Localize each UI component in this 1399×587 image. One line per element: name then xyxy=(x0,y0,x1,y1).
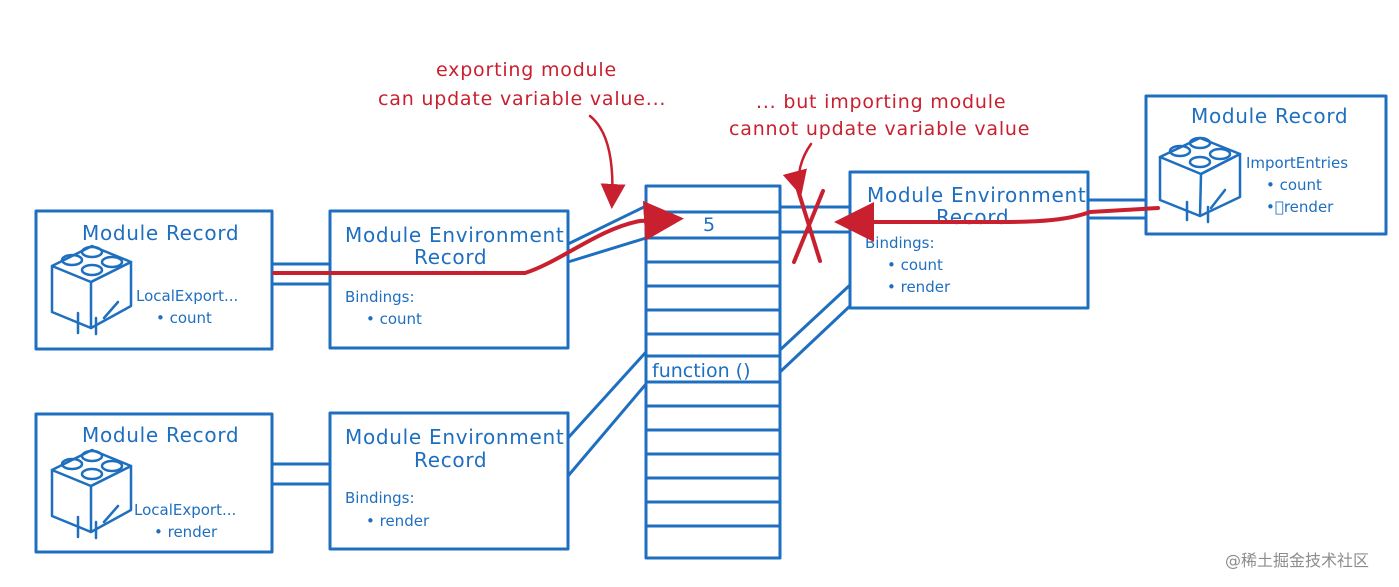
memory-stack-top xyxy=(644,184,782,358)
memory-cell xyxy=(644,236,782,264)
connector-export-render-to-memory-lower xyxy=(566,382,648,478)
memory-cell xyxy=(644,308,782,336)
watermark: @稀土掘金技术社区 xyxy=(1225,551,1369,570)
lego-brick-icon xyxy=(50,244,133,336)
import-module-environment-record: Module Environment Record Bindings: • co… xyxy=(848,170,1090,310)
bindings-label: Bindings: xyxy=(345,489,415,507)
import-module-record: Module Record ImportEntries • count •􏰀re… xyxy=(1144,94,1388,236)
importing-update-arrow xyxy=(834,202,1160,242)
memory-cell xyxy=(644,428,782,456)
memory-cell xyxy=(644,260,782,288)
module-environment-box xyxy=(328,411,570,551)
module-record-title: Module Record xyxy=(82,221,239,245)
module-environment-title-line1: Module Environment xyxy=(345,425,564,449)
local-export-label: LocalExport... xyxy=(134,501,236,519)
memory-cell xyxy=(644,500,782,528)
local-export-item: • count xyxy=(156,309,212,327)
memory-cell xyxy=(644,476,782,504)
module-environment-title-line2: Record xyxy=(414,245,487,269)
import-entry-item: • count xyxy=(1266,176,1322,194)
memory-render-value: function () xyxy=(652,360,750,382)
annotation-text-line: can update variable value... xyxy=(378,88,666,110)
lego-brick-icon xyxy=(50,448,133,540)
module-record-box xyxy=(34,209,274,351)
annotation-text-line: cannot update variable value xyxy=(729,118,1030,140)
import-entries-label: ImportEntries xyxy=(1246,154,1348,172)
export-count-module-environment-record: Module Environment Record Bindings: • co… xyxy=(328,209,570,350)
memory-cell xyxy=(644,380,782,408)
module-record-box xyxy=(34,412,274,554)
annotation-text-line: exporting module xyxy=(436,59,617,81)
module-record-title: Module Record xyxy=(82,423,239,447)
exporting-annotation: exporting module can update variable val… xyxy=(378,59,666,209)
memory-cell xyxy=(644,404,782,432)
export-render-module-environment-record: Module Environment Record Bindings: • re… xyxy=(328,411,570,551)
module-environment-title-line2: Record xyxy=(936,205,1009,229)
binding-item: • count xyxy=(887,256,943,274)
module-environment-title-line1: Module Environment xyxy=(345,223,564,247)
connector-export-count-to-memory xyxy=(566,204,648,246)
memory-count-value: 5 xyxy=(703,214,715,236)
local-export-label: LocalExport... xyxy=(136,287,238,305)
export-count-module-record: Module Record LocalExport... • count xyxy=(34,209,274,351)
binding-item: • render xyxy=(887,278,951,296)
module-environment-box xyxy=(328,209,570,350)
bindings-label: Bindings: xyxy=(345,288,415,306)
exporting-update-arrow xyxy=(272,200,684,275)
module-record-title: Module Record xyxy=(1191,104,1348,128)
importing-annotation: ... but importing module cannot update v… xyxy=(729,91,1030,196)
annotation-arrow xyxy=(588,114,626,209)
import-entry-item: •􏰀render xyxy=(1266,198,1334,216)
module-environment-title-line1: Module Environment xyxy=(867,183,1086,207)
local-export-item: • render xyxy=(154,523,218,541)
red-cross-icon xyxy=(792,188,825,264)
memory-stack-bottom xyxy=(644,354,782,560)
module-environment-title-line2: Record xyxy=(414,448,487,472)
connector-import-render-to-memory xyxy=(778,283,852,352)
connector-import-render-to-memory-lower xyxy=(778,304,852,374)
memory-cell xyxy=(644,524,782,560)
module-environment-box xyxy=(848,170,1090,310)
connector-export-count-to-memory-lower xyxy=(566,236,648,264)
lego-brick-icon xyxy=(1158,136,1242,224)
connector-export-render-to-memory xyxy=(566,350,648,440)
bindings-label: Bindings: xyxy=(865,234,935,252)
memory-cell-render xyxy=(644,332,782,358)
binding-item: • count xyxy=(366,310,422,328)
binding-item: • render xyxy=(366,512,430,530)
memory-cell xyxy=(644,354,782,384)
memory-cell xyxy=(644,184,782,214)
annotation-arrow xyxy=(782,142,813,196)
export-render-module-record: Module Record LocalExport... • render xyxy=(34,412,274,554)
memory-cell xyxy=(644,452,782,480)
annotation-text-line: ... but importing module xyxy=(756,91,1006,113)
connector-lines xyxy=(270,198,1148,486)
memory-cell xyxy=(644,284,782,312)
